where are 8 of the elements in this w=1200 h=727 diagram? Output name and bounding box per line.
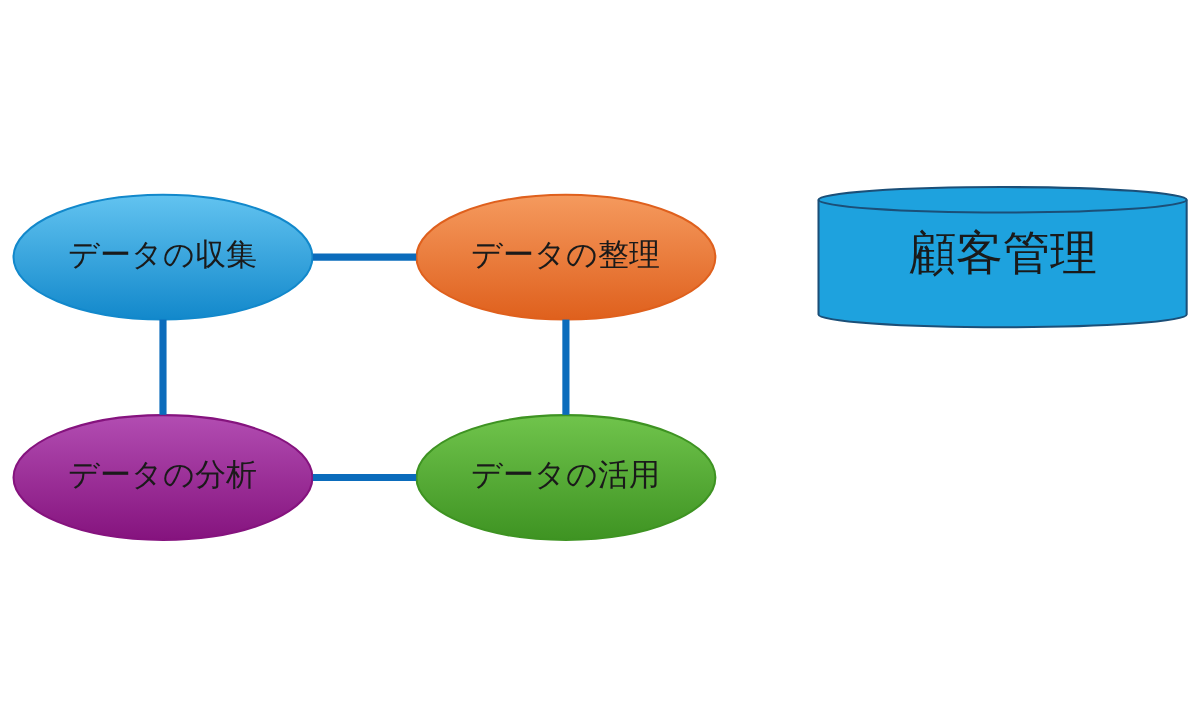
connector [312,253,417,261]
node-ellipse: データの分析 [12,414,314,541]
connector [562,319,570,415]
connector [159,319,167,415]
node-ellipse: データの収集 [12,193,314,321]
node-ellipse: データの活用 [415,414,717,541]
node-ellipse: データの整理 [415,193,717,321]
connector [312,473,417,482]
